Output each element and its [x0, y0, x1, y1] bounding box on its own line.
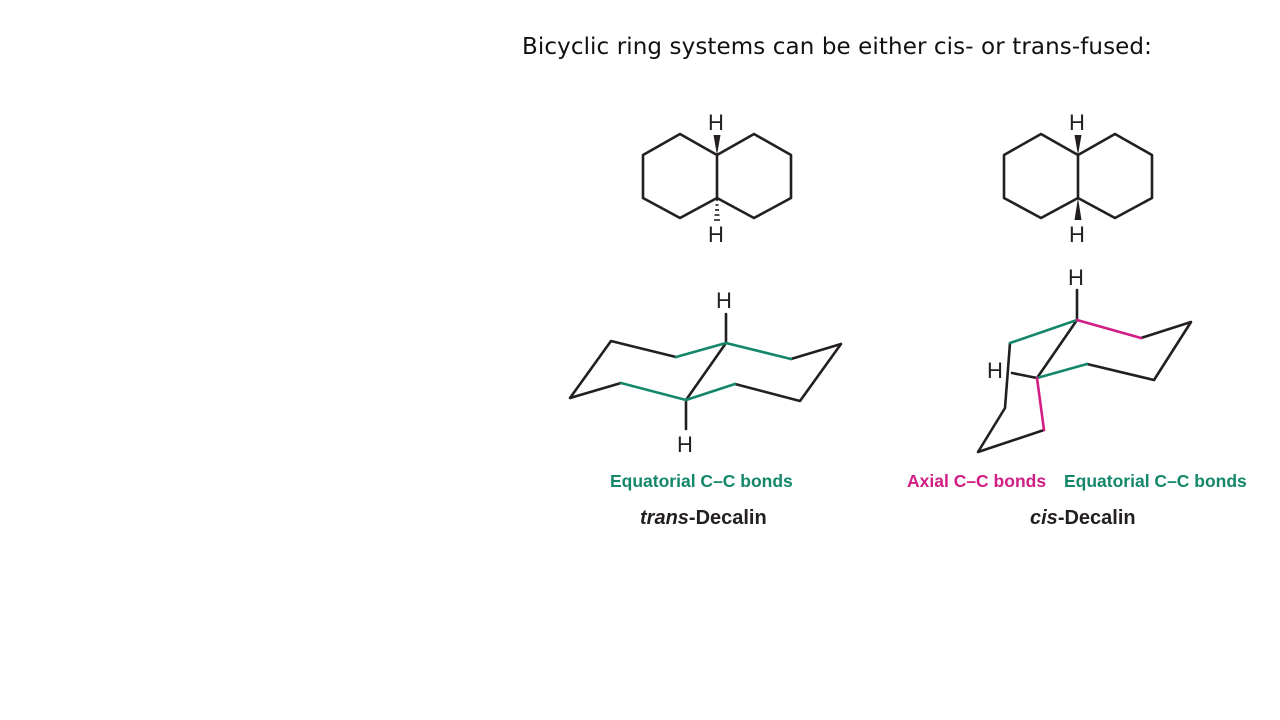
trans-chair-right-outline	[733, 342, 843, 403]
trans-chair-bottom-h-atom: H	[677, 432, 693, 457]
trans-equatorial-caption: Equatorial C–C bonds	[610, 471, 793, 491]
cis-right-ring	[1076, 132, 1154, 220]
cis-decalin-skeletal: H H	[1002, 110, 1154, 247]
cis-top-h-atom: H	[1069, 110, 1085, 135]
trans-decalin-chair: H H	[568, 288, 843, 457]
cis-chair-right-outline	[1085, 320, 1193, 382]
trans-chair-top-h-atom: H	[716, 288, 732, 313]
slide-title: Bicyclic ring systems can be either cis-…	[522, 34, 1152, 60]
cis-chair-equatorial-bonds	[1008, 318, 1089, 380]
trans-chair-left-outline	[568, 339, 678, 400]
trans-hash-bond	[714, 199, 720, 221]
trans-name-suffix: -Decalin	[689, 507, 767, 529]
cis-name-prefix: cis	[1030, 507, 1058, 529]
cis-chair-left-outline	[976, 341, 1046, 454]
trans-top-h-atom: H	[708, 110, 724, 135]
trans-right-ring	[715, 132, 793, 220]
cis-equatorial-caption: Equatorial C–C bonds	[1064, 471, 1247, 491]
cis-chair-side-h-atom: H	[987, 358, 1003, 383]
cis-top-wedge-bond	[1074, 135, 1082, 155]
cis-decalin-chair: H H	[976, 265, 1193, 454]
cis-left-ring	[1002, 132, 1080, 220]
cis-bottom-h-atom: H	[1069, 222, 1085, 247]
cis-bottom-wedge-bond	[1074, 198, 1082, 220]
trans-wedge-bond	[713, 135, 721, 155]
trans-name-prefix: trans	[640, 507, 689, 529]
cis-chair-fusion-bond	[1035, 318, 1079, 380]
cis-chair-side-h-bond	[1010, 371, 1039, 380]
trans-chair-equatorial-bonds	[619, 341, 793, 402]
trans-chair-fusion-bond	[684, 341, 728, 402]
cis-name-suffix: -Decalin	[1058, 507, 1136, 529]
trans-decalin-skeletal: H H	[641, 110, 793, 247]
cis-chair-axial-bonds	[1035, 318, 1143, 432]
cis-axial-caption: Axial C–C bonds	[907, 471, 1046, 491]
trans-decalin-name: trans-Decalin	[640, 507, 767, 529]
trans-bottom-h-atom: H	[708, 222, 724, 247]
cis-chair-top-h-atom: H	[1068, 265, 1084, 290]
cis-decalin-name: cis-Decalin	[1030, 507, 1136, 529]
trans-left-ring	[641, 132, 719, 220]
